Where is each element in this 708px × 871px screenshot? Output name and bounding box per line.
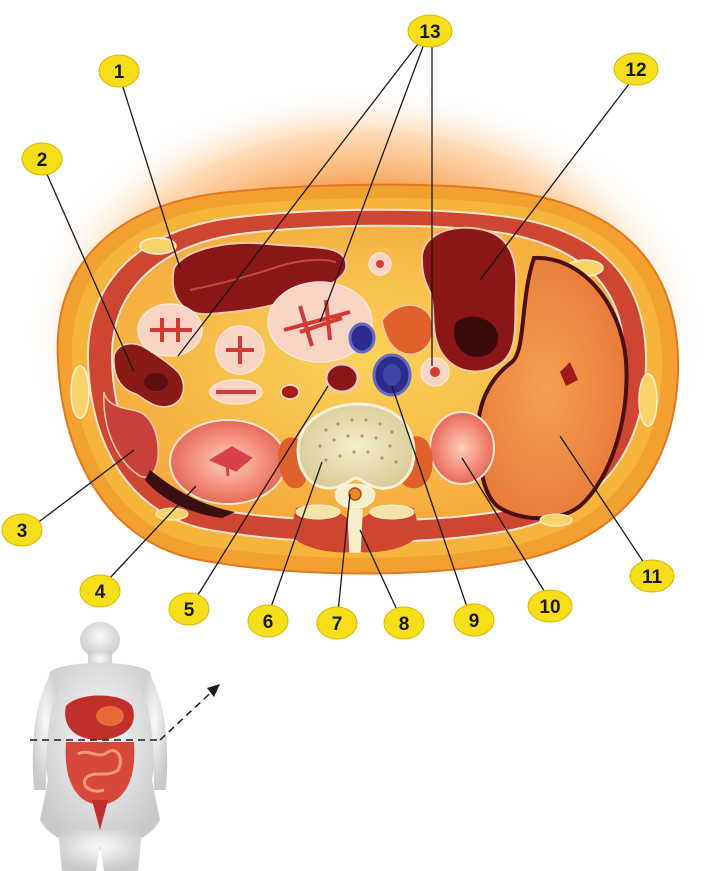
silhouette-arm-right xyxy=(142,675,168,790)
callout-8: 8 xyxy=(383,606,425,640)
spleen-lesion xyxy=(560,362,578,386)
callout-2-label: 2 xyxy=(37,150,48,171)
leader-lines xyxy=(35,43,647,613)
callout-5: 5 xyxy=(168,592,210,626)
section-plane-arrow-icon xyxy=(30,684,220,741)
leader-line-1 xyxy=(121,83,181,269)
leader-line-9 xyxy=(391,385,469,611)
callout-3-label: 3 xyxy=(17,521,28,542)
posterior-fat-pad-right xyxy=(539,513,573,527)
liver xyxy=(103,391,159,478)
lateral-fat-pad-left xyxy=(70,365,90,419)
callout-4-label: 4 xyxy=(95,582,106,603)
callout-11-label: 11 xyxy=(642,567,663,588)
liver-edge xyxy=(145,470,235,518)
leader-line-6 xyxy=(269,461,323,611)
callout-12: 12 xyxy=(613,52,659,86)
stomach-rugae xyxy=(189,258,337,291)
callout-10-label: 10 xyxy=(539,597,560,618)
cross-section xyxy=(25,85,705,575)
callout-1-label: 1 xyxy=(114,62,125,83)
bowel-loop-mucosa xyxy=(430,367,440,377)
bowel-loop-mucosa xyxy=(226,336,254,364)
callout-6-label: 6 xyxy=(263,612,274,633)
mesenteric-vein xyxy=(348,322,376,354)
leader-line-8 xyxy=(359,529,399,613)
body-silhouette-icon xyxy=(32,622,168,871)
callout-8-label: 8 xyxy=(399,614,410,635)
leader-line-7 xyxy=(337,493,351,613)
back-fat-left xyxy=(295,504,341,520)
silhouette-head xyxy=(80,622,120,658)
aorta-lumen xyxy=(383,364,401,386)
callout-9: 9 xyxy=(453,603,495,637)
callout-13: 13 xyxy=(407,14,453,48)
bowel-loop-mucosa xyxy=(283,299,351,347)
callout-5-label: 5 xyxy=(184,600,195,621)
silhouette-arm-left xyxy=(32,675,58,790)
vertebral-body xyxy=(296,402,416,490)
inferior-vena-cava xyxy=(324,362,360,394)
lateral-fat-pad-right xyxy=(638,373,658,427)
silhouette-legs xyxy=(58,830,142,871)
callout-7-label: 7 xyxy=(332,614,343,635)
silhouette-intestine-coils xyxy=(77,749,122,793)
bowel-loop-mucosa xyxy=(376,260,384,268)
spinal-cord xyxy=(348,487,362,501)
left-kidney xyxy=(429,411,495,485)
leader-line-4 xyxy=(107,485,197,581)
bowel-loop-mucosa xyxy=(150,318,192,342)
anterior-fat-pad-left xyxy=(139,237,177,255)
leader-line-13a xyxy=(177,43,419,357)
callout-1: 1 xyxy=(98,54,140,88)
section-plane-arrow-shaft xyxy=(159,685,219,741)
callout-9-label: 9 xyxy=(469,611,480,632)
back-fat-right xyxy=(369,504,415,520)
posterior-fat-pad-left xyxy=(155,507,189,521)
leader-line-2 xyxy=(45,171,135,373)
leader-line-13b xyxy=(319,43,425,323)
descending-colon-lumen xyxy=(453,316,499,357)
spinous-process xyxy=(347,509,363,553)
silhouette-stomach xyxy=(96,706,124,726)
leader-line-12 xyxy=(479,79,633,281)
callout-6: 6 xyxy=(247,604,289,638)
callout-12-label: 12 xyxy=(625,60,646,81)
bowel-loop xyxy=(280,384,300,400)
leader-line-10 xyxy=(461,457,547,595)
silhouette-rectum xyxy=(92,800,108,830)
callout-3: 3 xyxy=(1,513,43,547)
leader-line-5 xyxy=(195,385,329,599)
leader-line-3 xyxy=(35,449,135,525)
colon-lumen xyxy=(144,373,168,391)
callout-4: 4 xyxy=(79,574,121,608)
callout-11: 11 xyxy=(629,559,675,593)
callout-badges: 1 2 3 4 5 6 7 8 xyxy=(1,14,675,640)
leader-line-11 xyxy=(559,435,647,567)
callout-2: 2 xyxy=(21,142,63,176)
callout-7: 7 xyxy=(316,606,358,640)
spleen xyxy=(475,255,629,521)
callout-10: 10 xyxy=(527,589,573,623)
callout-13-label: 13 xyxy=(419,22,440,43)
right-kidney-hilum xyxy=(208,446,253,477)
section-plane-arrow-head xyxy=(207,684,220,697)
cancellous-bone-dots xyxy=(318,418,398,464)
